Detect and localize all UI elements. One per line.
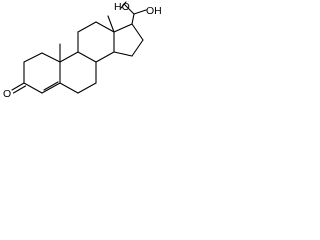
methyl-groups [59,15,115,63]
ring-d [113,23,144,57]
bond [131,23,144,41]
bond [95,21,115,33]
side-chain [120,1,147,25]
bond [41,82,61,94]
bond [43,81,59,91]
bond [133,9,147,15]
bond [59,82,79,94]
bond [41,52,61,63]
ketone-oxygen-label: O [3,88,11,100]
ring-b [59,51,97,94]
bond [113,51,133,57]
bond [120,1,127,9]
acid-hydrogen-label: HO [114,1,130,13]
bond [131,13,135,25]
bond [123,3,135,15]
bond [77,82,97,94]
bond [77,21,97,33]
bond [11,82,25,91]
bond [131,39,144,57]
ring-a [23,52,61,94]
bond [59,51,79,63]
bond [12,85,27,94]
bond [77,51,97,63]
bond [23,82,43,94]
bond [23,52,43,63]
atom-labels: O OH HO [3,1,162,100]
steroid-structure-diagram: O OH HO [3,1,162,100]
ketone-group [11,82,27,94]
bond [95,51,115,63]
acid-hydroxyl-label: OH [146,5,162,17]
bond [107,15,115,33]
bond [113,23,133,33]
ring-c [77,21,115,63]
